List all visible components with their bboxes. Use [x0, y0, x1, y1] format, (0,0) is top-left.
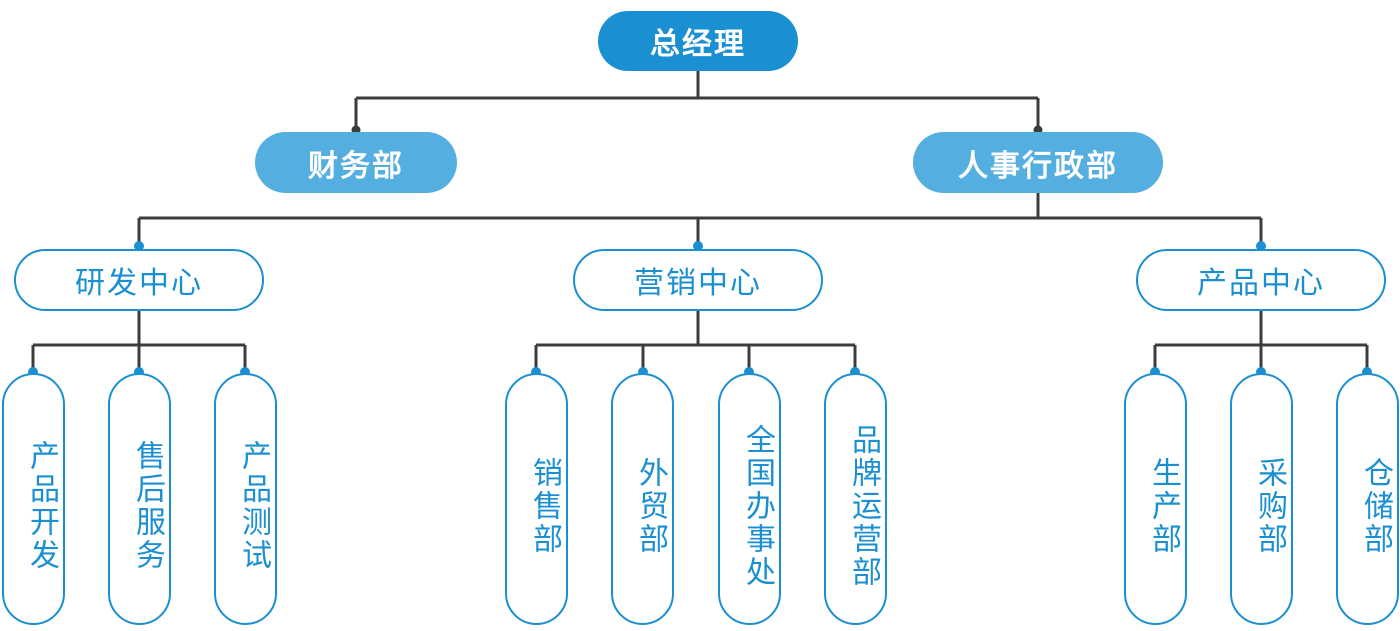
node-product-testing[interactable]: 产品测试 [214, 373, 277, 625]
node-after-sales-service[interactable]: 售后服务 [108, 373, 171, 625]
node-rd-center[interactable]: 研发中心 [14, 249, 264, 311]
node-hr-admin-department[interactable]: 人事行政部 [913, 132, 1163, 193]
node-general-manager[interactable]: 总经理 [598, 11, 798, 71]
node-finance-department[interactable]: 财务部 [255, 132, 457, 193]
node-product-center[interactable]: 产品中心 [1136, 249, 1386, 311]
node-procurement-department[interactable]: 采购部 [1230, 373, 1293, 625]
node-foreign-trade-department[interactable]: 外贸部 [611, 373, 674, 625]
node-national-offices[interactable]: 全国办事处 [718, 373, 781, 625]
node-sales-department[interactable]: 销售部 [505, 373, 568, 625]
node-product-development[interactable]: 产品开发 [2, 373, 65, 625]
node-production-department[interactable]: 生产部 [1124, 373, 1187, 625]
node-brand-operations-department[interactable]: 品牌运营部 [824, 373, 887, 625]
node-warehousing-department[interactable]: 仓储部 [1336, 373, 1399, 625]
node-marketing-center[interactable]: 营销中心 [573, 249, 823, 311]
